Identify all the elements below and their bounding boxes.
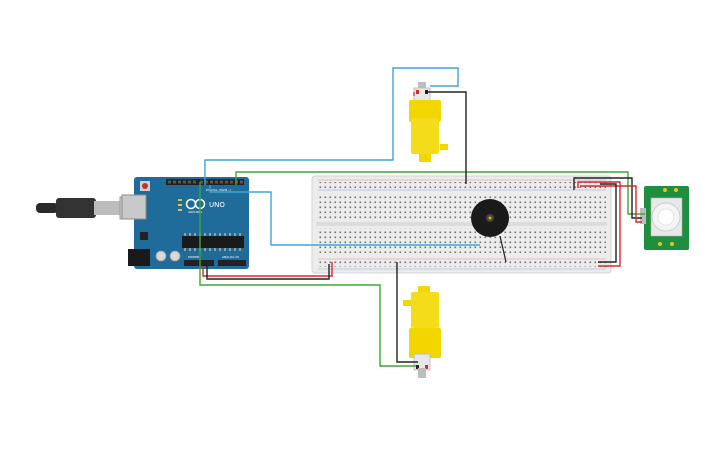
analog-label: ANALOG IN [222,255,239,259]
wire-black-buzzer-leg[interactable] [499,235,507,263]
wire-red-pir-2[interactable] [580,185,642,223]
wire-black-ground[interactable] [206,264,330,280]
wire-black-rail[interactable] [598,183,617,263]
wire-green-pir[interactable] [235,171,645,215]
digital-label: DIGITAL (PWM~) [206,188,231,192]
arduino-uno-board[interactable]: DIGITAL (PWM~) UNO ARDUINO [121,177,249,269]
uno-label: UNO [209,201,225,209]
brand-label: ARDUINO [188,210,203,214]
wire-black-motor-top[interactable] [428,91,467,184]
dc-motor-bottom[interactable] [403,286,441,378]
wire-black-motor-bottom[interactable] [396,262,418,363]
wire-red-pir[interactable] [577,181,621,267]
power-label: POWER [188,255,199,259]
breadboard[interactable] [311,175,612,274]
wire-red-power[interactable] [202,262,333,277]
dc-motor-top[interactable] [409,82,448,162]
wire-blue-buzzer[interactable] [209,185,480,246]
wire-blue-motor-top[interactable] [204,67,459,185]
piezo-buzzer[interactable] [471,199,509,237]
pir-sensor[interactable] [640,186,689,250]
wire-green-motor-bottom[interactable] [199,182,416,367]
